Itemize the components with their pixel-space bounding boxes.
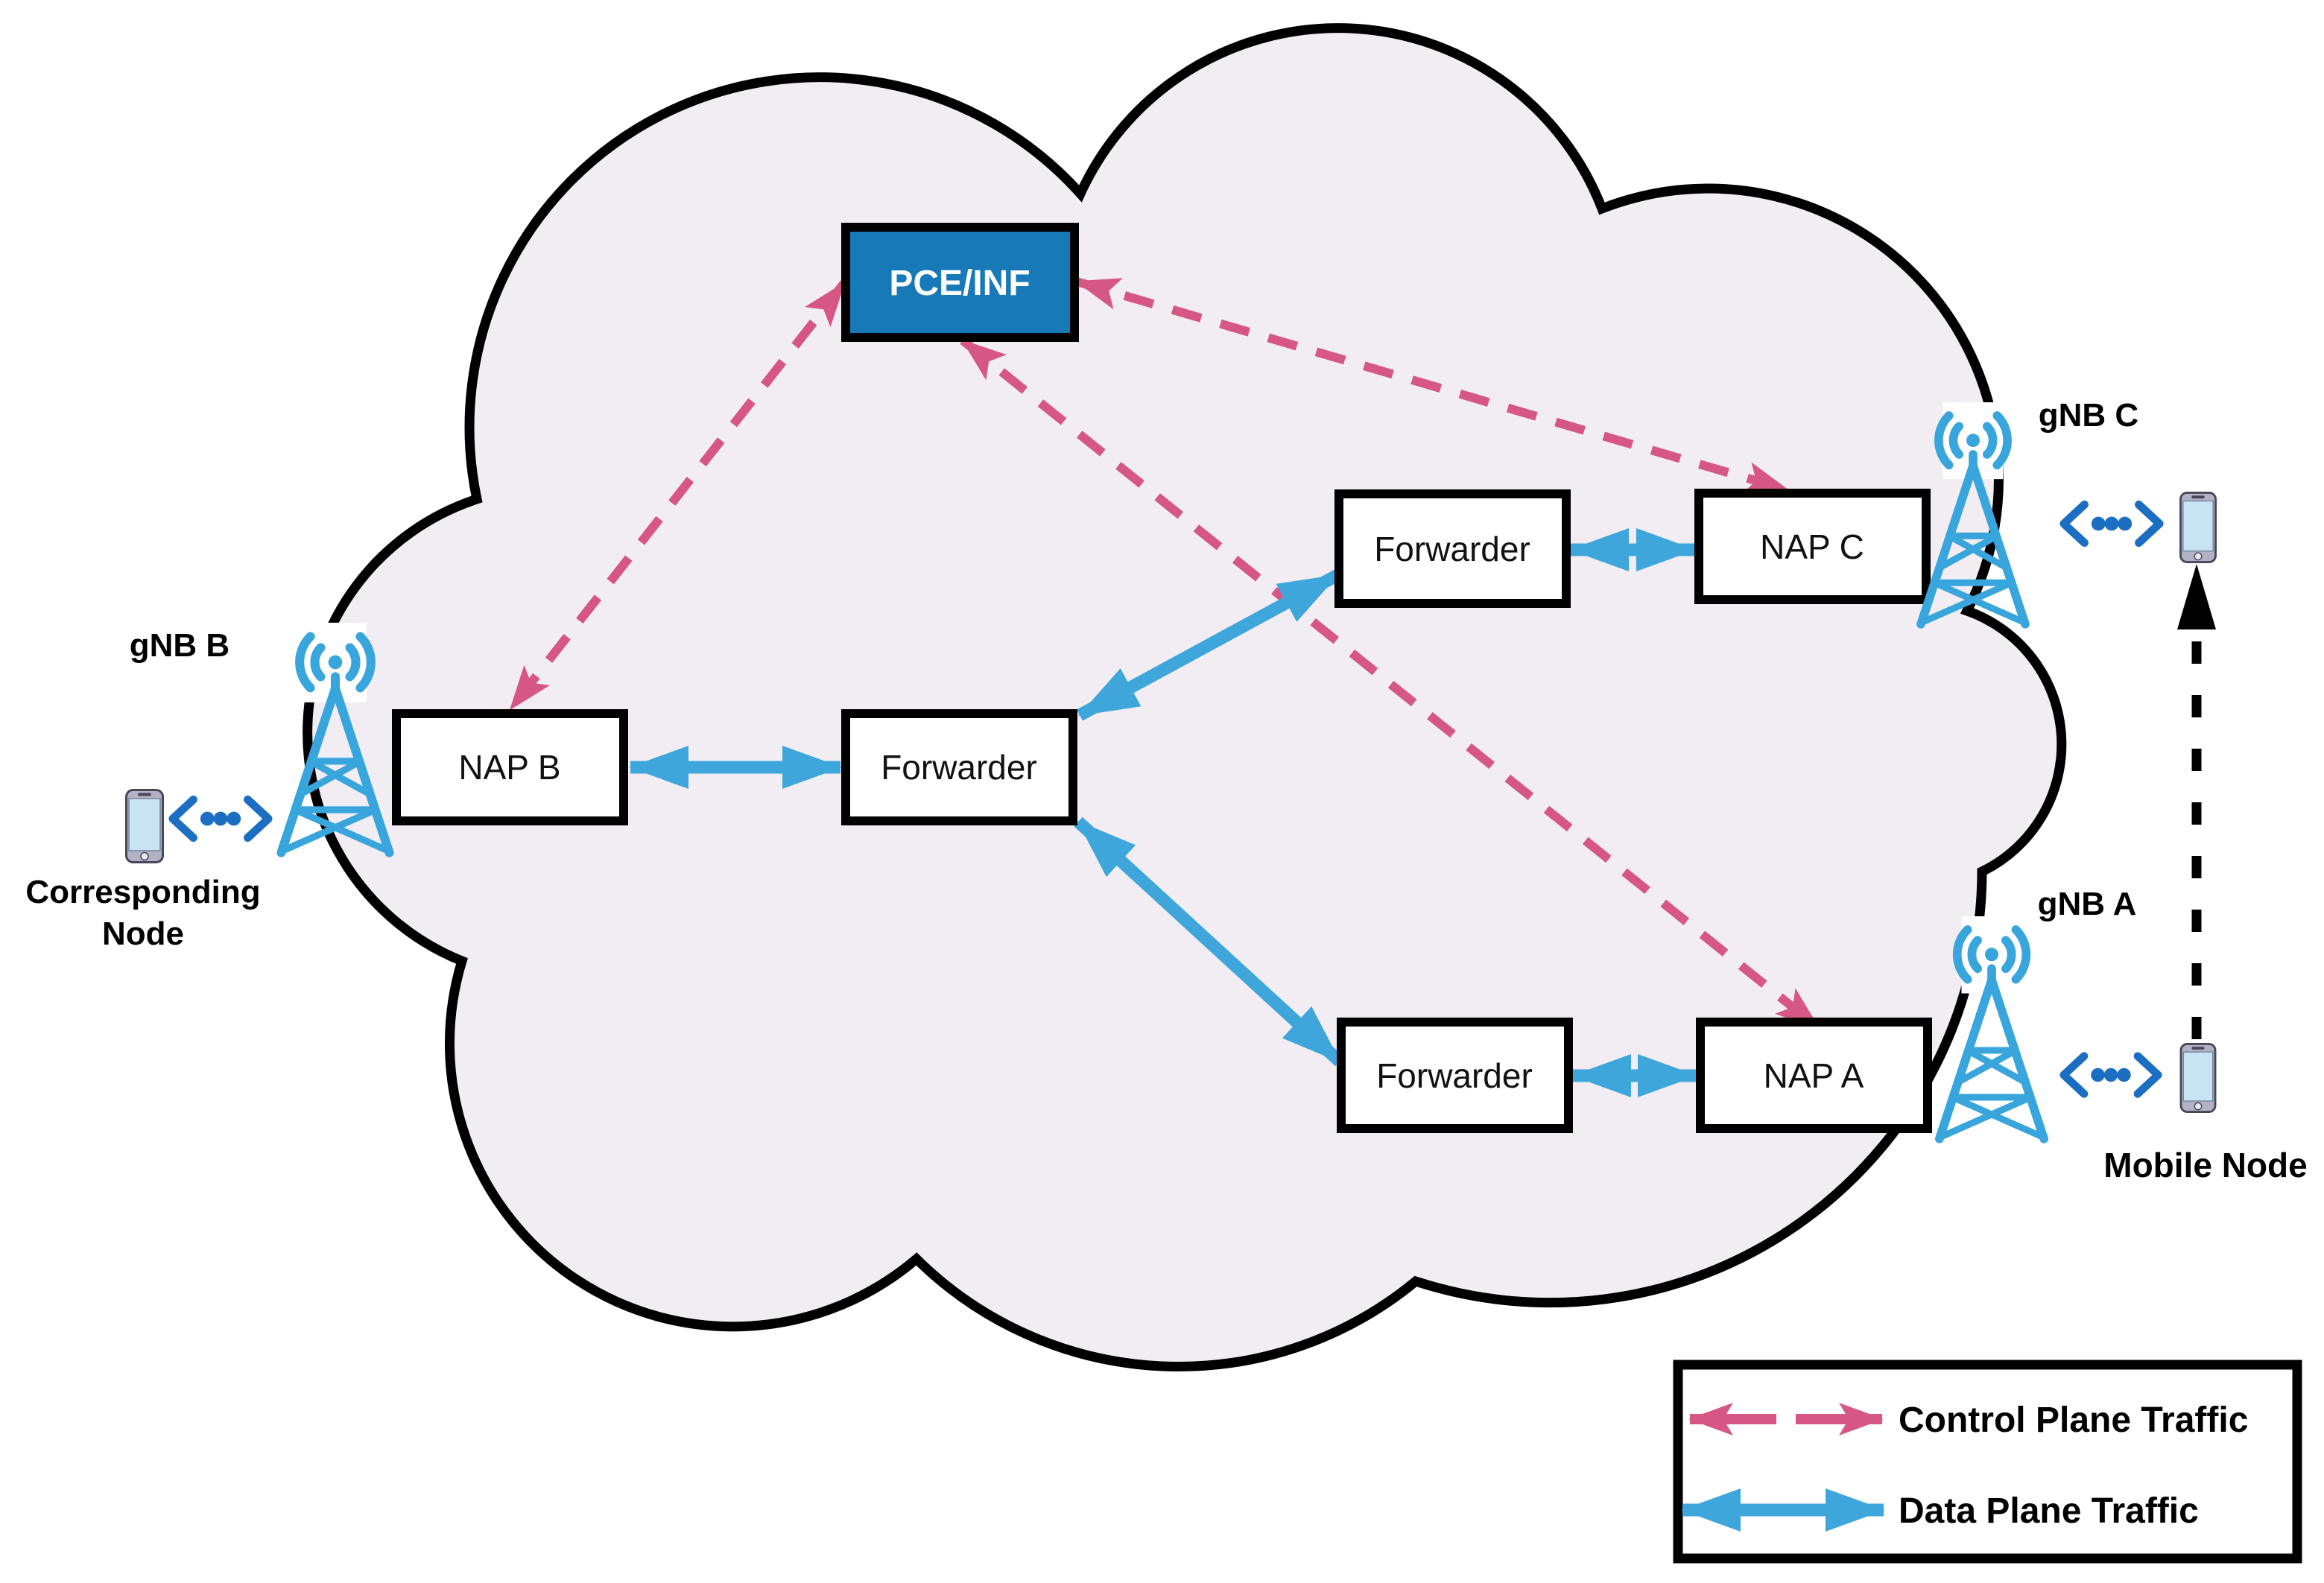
nap-b-label: NAP B xyxy=(458,748,560,787)
gnb-b-label: gNB B xyxy=(130,627,229,664)
control-plane-links xyxy=(507,277,1822,1032)
nap-a-node: NAP A xyxy=(1696,1018,1932,1133)
data-plane-links xyxy=(629,528,1697,1097)
mobile-node-label: Mobile Node xyxy=(2103,1146,2307,1184)
smartphone-icon-mobile-node xyxy=(2179,1043,2217,1113)
gnb-c-label: gNB C xyxy=(2039,397,2138,434)
legend-data-label: Data Plane Traffic xyxy=(1899,1491,2199,1531)
forwarder-top-label: Forwarder xyxy=(1374,530,1530,568)
nap-b-node: NAP B xyxy=(392,709,628,825)
network-cloud xyxy=(303,23,2067,1371)
control-link-pce-nap-a xyxy=(960,337,1822,1032)
control-link-pce-nap-b xyxy=(507,280,848,712)
wireless-link-icon-gnb-a xyxy=(2064,1056,2159,1094)
forwarder-top-node: Forwarder xyxy=(1334,489,1571,608)
node-boxes: PCE/INF NAP B Forwarder Forwarder NAP C … xyxy=(392,223,1932,1133)
legend: Control Plane Traffic Data Plane Traffic xyxy=(1673,1360,2302,1564)
forwarder-center-label: Forwarder xyxy=(881,748,1037,787)
mobility-arrow xyxy=(2177,564,2216,1039)
corresponding-node-label-line2: Node xyxy=(102,916,184,952)
smartphone-icon-mobile-node-new-position xyxy=(2179,492,2217,563)
mobility-arrowhead xyxy=(2177,564,2216,629)
forwarder-center-node: Forwarder xyxy=(841,709,1077,825)
forwarder-bottom-label: Forwarder xyxy=(1376,1056,1533,1095)
forwarder-bottom-node: Forwarder xyxy=(1337,1018,1573,1133)
nap-c-label: NAP C xyxy=(1760,527,1864,566)
data-link-forwarder-forwarder-bottom xyxy=(1074,816,1344,1067)
data-link-forwarder-forwarder-top xyxy=(1076,569,1341,721)
smartphone-icon-corresponding-node xyxy=(125,788,164,864)
base-stations: gNB B gNB C gNB A xyxy=(130,397,2138,1139)
wireless-link-icon-gnb-c xyxy=(2064,504,2159,542)
pce-inf-node: PCE/INF xyxy=(841,223,1079,342)
legend-control-label: Control Plane Traffic xyxy=(1899,1400,2248,1440)
nap-a-label: NAP A xyxy=(1764,1056,1864,1095)
gnb-a-label: gNB A xyxy=(2038,886,2137,922)
pce-inf-label: PCE/INF xyxy=(889,264,1030,303)
nap-c-node: NAP C xyxy=(1694,489,1931,604)
corresponding-node-label-line1: Corresponding xyxy=(25,874,260,910)
wireless-link-icon-corresponding xyxy=(173,799,268,837)
